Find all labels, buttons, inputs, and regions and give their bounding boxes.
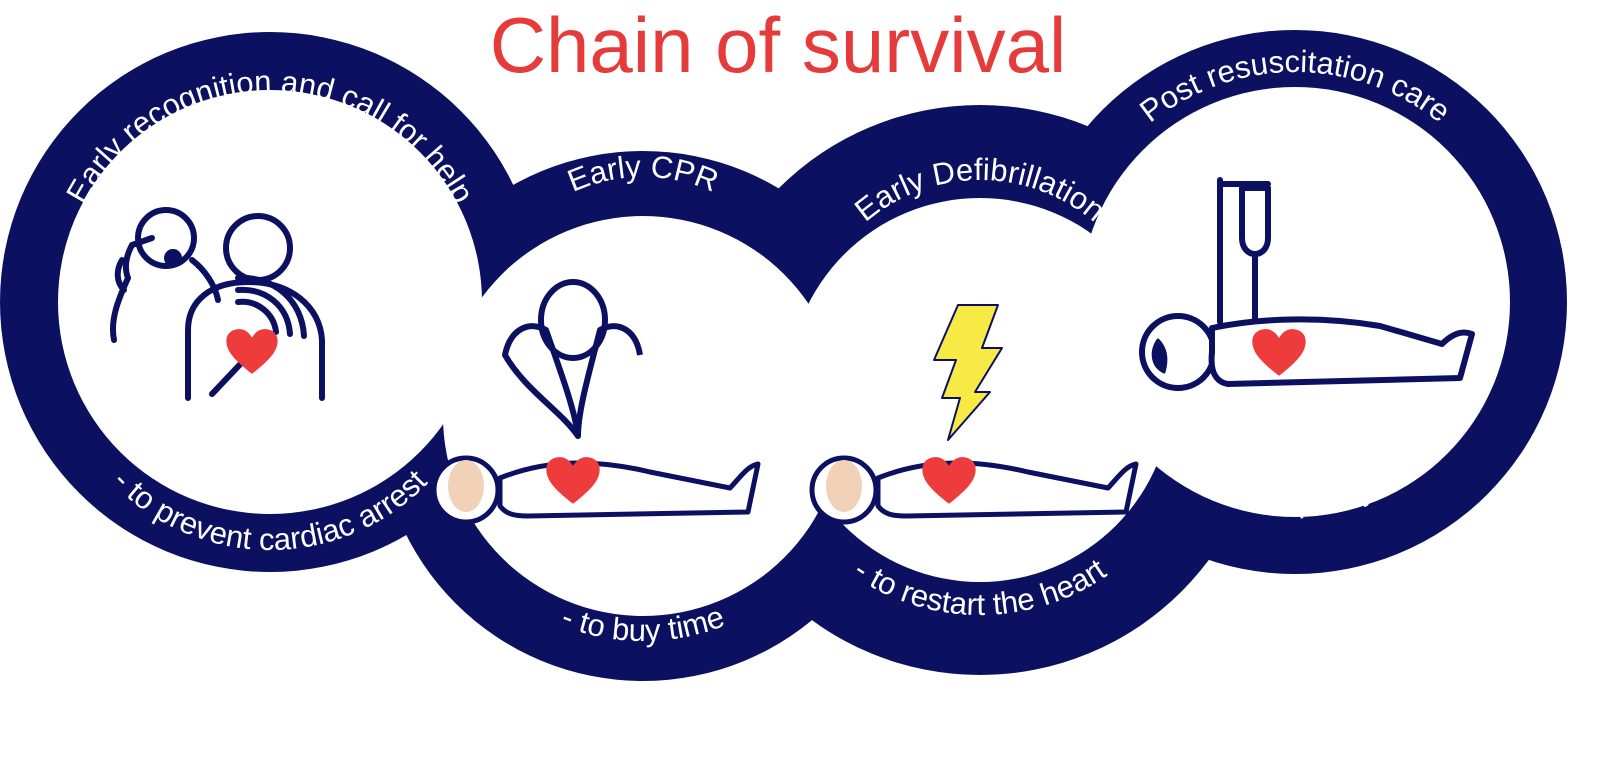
face-icon [826, 460, 862, 512]
face-icon [448, 460, 484, 512]
lightning-bolt-icon [933, 304, 1003, 441]
cpr-compression-icon [434, 279, 758, 522]
defibrillation-shock-icon [812, 304, 1136, 522]
caller-with-phone-icon [110, 207, 325, 401]
diagram-title: Chain of survival [490, 1, 1067, 89]
